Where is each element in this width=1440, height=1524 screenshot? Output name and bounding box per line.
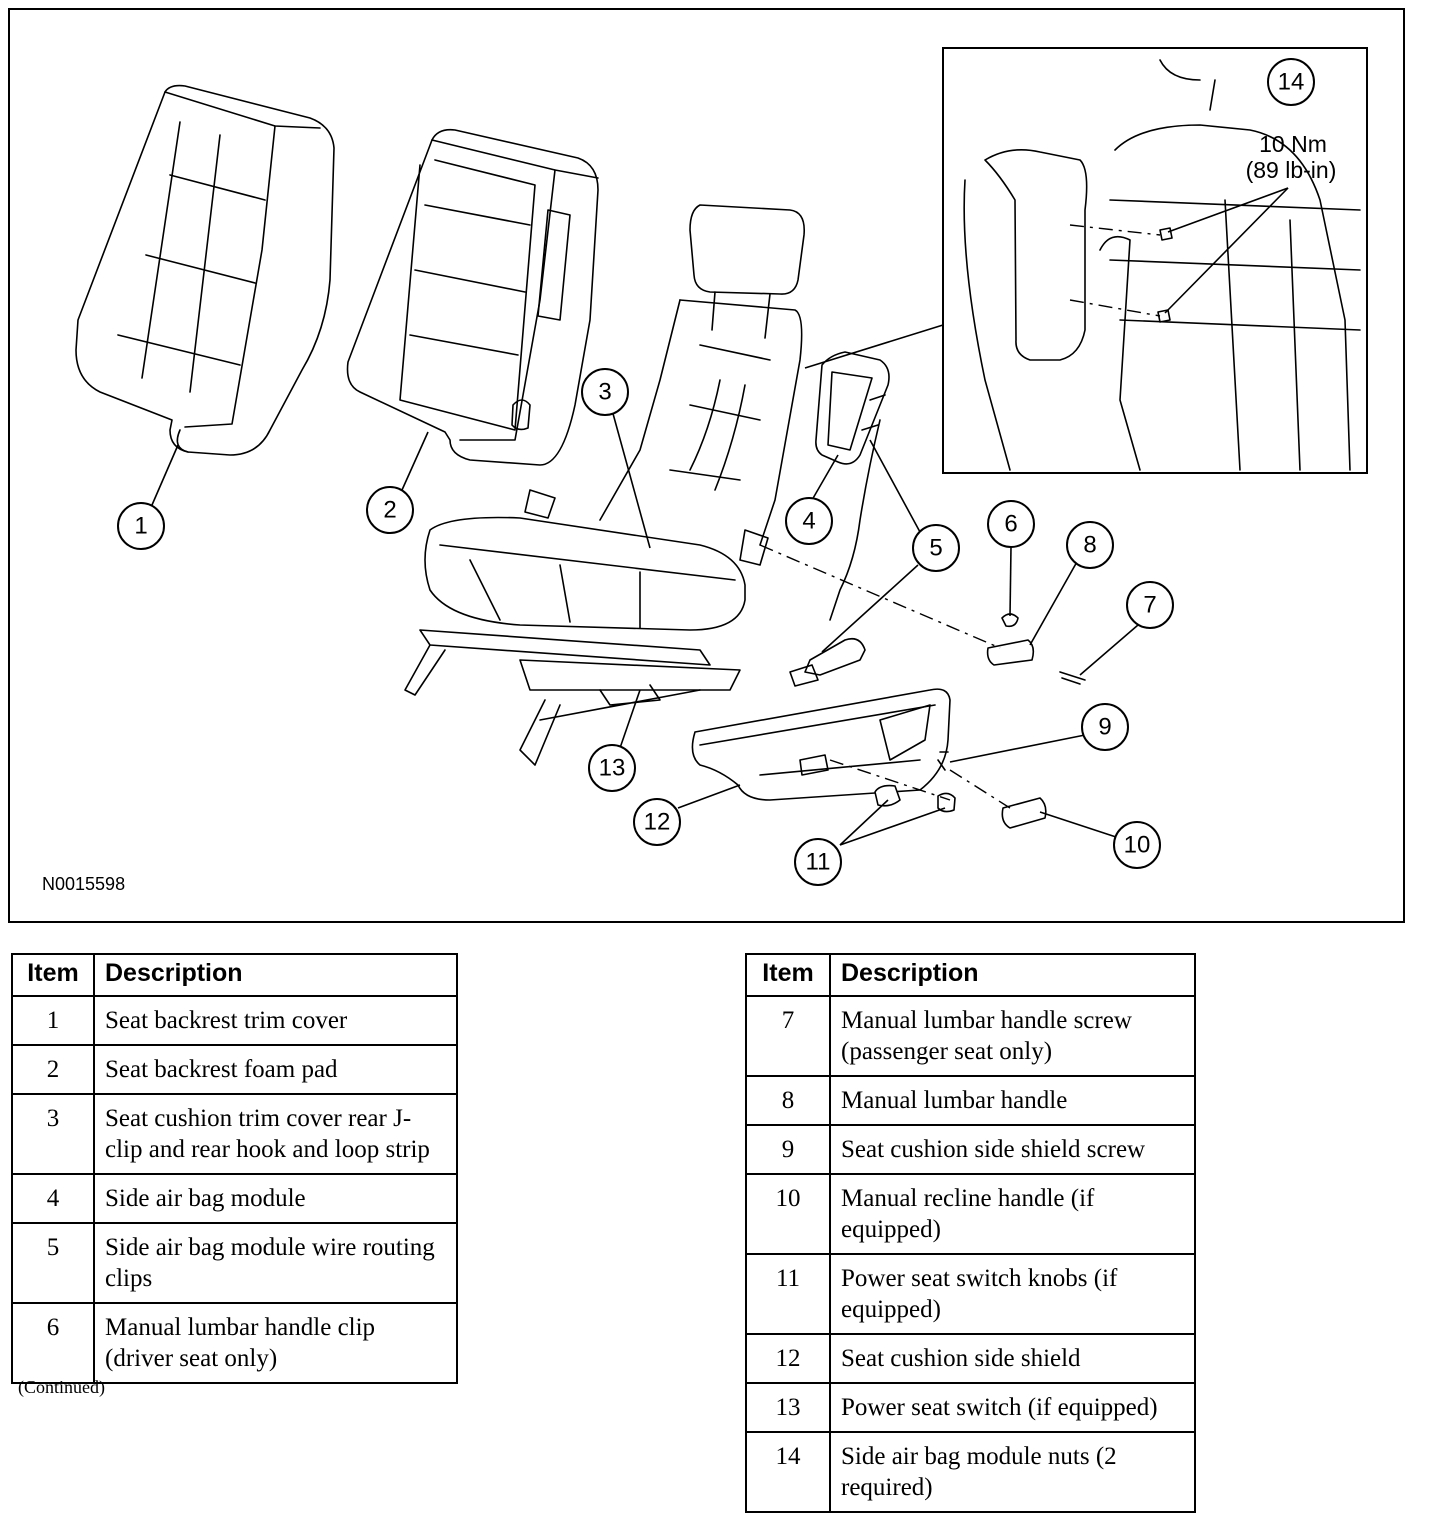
continued-note: (Continued) [18, 1377, 105, 1397]
item-number: 5 [11, 1222, 95, 1304]
table-header-row: Item Description [745, 953, 1196, 997]
item-number: 14 [745, 1431, 831, 1513]
svg-text:14: 14 [1278, 69, 1305, 96]
svg-text:1: 1 [134, 513, 147, 540]
item-description: Seat cushion trim cover rear J-clip and … [93, 1093, 458, 1175]
item-number: 7 [745, 995, 831, 1077]
item-description: Manual lumbar handle clip (driver seat o… [93, 1302, 458, 1384]
header-item: Item [11, 953, 95, 997]
svg-text:10: 10 [1124, 832, 1151, 859]
item-description: Side air bag module nuts (2 required) [829, 1431, 1196, 1513]
item-number: 4 [11, 1173, 95, 1224]
torque-lbin-label: (89 lb-in) [1246, 157, 1337, 183]
exploded-seat-diagram: 10 Nm (89 lb-in) 1 2 3 4 5 6 7 8 9 10 11… [75, 47, 1368, 886]
item-number: 6 [11, 1302, 95, 1384]
callout-5: 5 [912, 524, 960, 572]
callout-4: 4 [785, 497, 833, 545]
item-description: Manual lumbar handle screw (passenger se… [829, 995, 1196, 1077]
item-number: 12 [745, 1333, 831, 1384]
svg-text:9: 9 [1098, 714, 1111, 741]
item-description: Side air bag module [93, 1173, 458, 1224]
item-description: Seat cushion side shield [829, 1333, 1196, 1384]
header-description: Description [829, 953, 1196, 997]
item-number: 10 [745, 1173, 831, 1255]
item-description: Seat cushion side shield screw [829, 1124, 1196, 1175]
svg-text:5: 5 [929, 535, 942, 562]
item-description: Manual recline handle (if equipped) [829, 1173, 1196, 1255]
callout-10: 10 [1113, 821, 1161, 869]
callout-8: 8 [1066, 521, 1114, 569]
callout-7: 7 [1126, 581, 1174, 629]
callout-13: 13 [588, 744, 636, 792]
side-shield-drawing [691, 688, 1047, 829]
item-number: 9 [745, 1124, 831, 1175]
item-number: 13 [745, 1382, 831, 1433]
header-description: Description [93, 953, 458, 997]
callout-6: 6 [987, 500, 1035, 548]
callout-11: 11 [794, 838, 842, 886]
inset-detail: 10 Nm (89 lb-in) [804, 47, 1368, 474]
table-header-row: Item Description [11, 953, 458, 997]
callout-3: 3 [581, 368, 629, 416]
callout-1: 1 [117, 502, 165, 550]
callout-12: 12 [633, 798, 681, 846]
item-description: Power seat switch (if equipped) [829, 1382, 1196, 1433]
item-description: Manual lumbar handle [829, 1075, 1196, 1126]
figure-id: N0015598 [42, 874, 126, 894]
svg-text:8: 8 [1083, 532, 1096, 559]
callout-9: 9 [1081, 703, 1129, 751]
svg-text:4: 4 [802, 508, 815, 535]
callout-14: 14 [1267, 58, 1315, 106]
lumbar-handle-parts-drawing [986, 613, 1086, 685]
item-description: Power seat switch knobs (if equipped) [829, 1253, 1196, 1335]
svg-text:7: 7 [1143, 592, 1156, 619]
wire-routing-clips-drawing [789, 419, 881, 687]
svg-text:2: 2 [383, 497, 396, 524]
item-number: 2 [11, 1044, 95, 1095]
svg-text:12: 12 [644, 809, 671, 836]
svg-text:13: 13 [599, 755, 626, 782]
side-air-bag-module-drawing [815, 351, 890, 465]
item-description: Seat backrest trim cover [93, 995, 458, 1046]
svg-text:3: 3 [598, 379, 611, 406]
item-number: 8 [745, 1075, 831, 1126]
backrest-foam-pad-drawing [346, 128, 599, 466]
svg-text:11: 11 [806, 849, 831, 876]
svg-text:6: 6 [1004, 511, 1017, 538]
item-number: 3 [11, 1093, 95, 1175]
backrest-trim-cover-drawing [75, 84, 335, 456]
callout-2: 2 [366, 486, 414, 534]
item-description: Side air bag module wire routing clips [93, 1222, 458, 1304]
item-number: 1 [11, 995, 95, 1046]
header-item: Item [745, 953, 831, 997]
item-number: 11 [745, 1253, 831, 1335]
item-description: Seat backrest foam pad [93, 1044, 458, 1095]
seat-assembly-drawing [404, 204, 806, 766]
torque-nm-label: 10 Nm [1259, 131, 1327, 157]
callout-leaders [151, 409, 1139, 846]
